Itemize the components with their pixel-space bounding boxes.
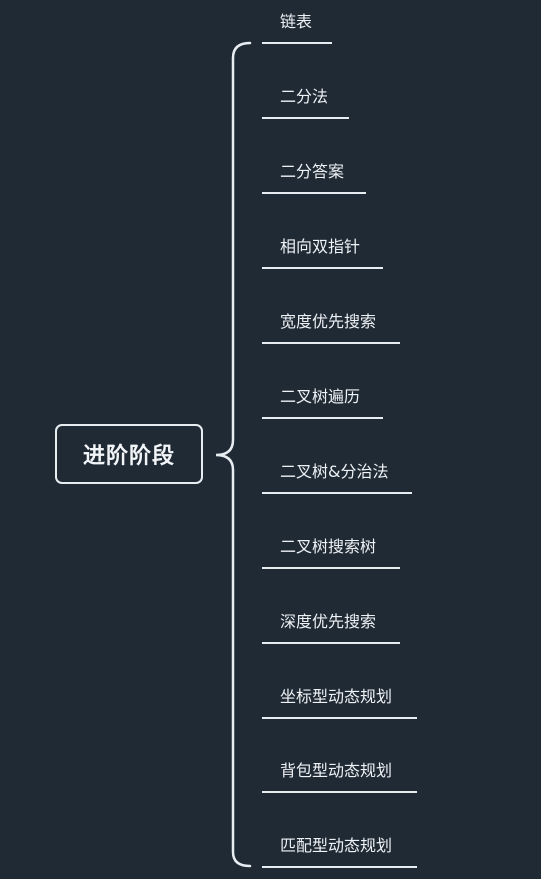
branch-label: 二叉树遍历 — [280, 387, 361, 406]
branch-underline — [262, 866, 417, 868]
branch-underline — [262, 492, 412, 494]
branch-underline — [262, 42, 332, 44]
branch-label: 坐标型动态规划 — [280, 687, 393, 706]
root-node-label: 进阶阶段 — [82, 444, 175, 469]
branch-label: 二分法 — [280, 87, 329, 106]
branch-underline — [262, 192, 366, 194]
branch-label: 深度优先搜索 — [280, 612, 377, 631]
branch-label: 背包型动态规划 — [280, 761, 393, 780]
branch-label: 链表 — [280, 12, 313, 31]
branch-label: 匹配型动态规划 — [280, 836, 393, 855]
branch-underline — [262, 267, 383, 269]
root-node[interactable]: 进阶阶段 — [55, 424, 203, 484]
branch-underline — [262, 117, 349, 119]
branch-underline — [262, 342, 400, 344]
branch-underline — [262, 642, 400, 644]
branch-label: 二叉树&分治法 — [280, 462, 389, 481]
branch-label: 二分答案 — [280, 162, 345, 181]
branch-label: 宽度优先搜索 — [280, 312, 377, 331]
branch-label: 二叉树搜索树 — [280, 537, 377, 556]
branch-underline — [262, 567, 400, 569]
branch-underline — [262, 717, 417, 719]
branch-label: 相向双指针 — [280, 237, 361, 256]
branch-underline — [262, 791, 417, 793]
branch-underline — [262, 417, 383, 419]
